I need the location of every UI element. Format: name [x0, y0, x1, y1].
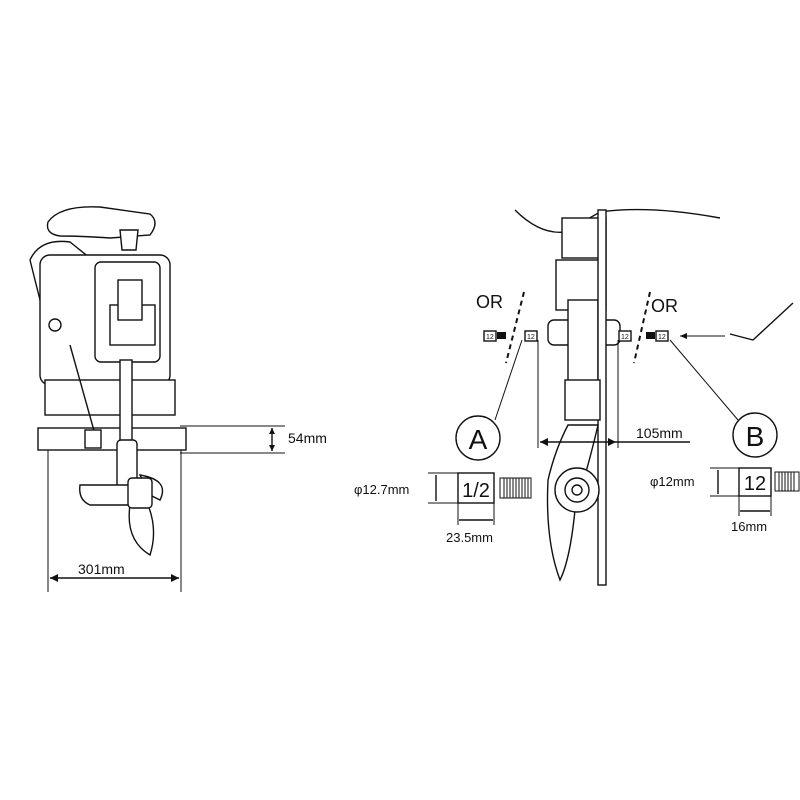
or-left-label: OR: [476, 292, 503, 312]
height-dim-label: 54mm: [288, 430, 327, 446]
width-dimension: 301mm: [47, 450, 182, 592]
fitting-b: 12 φ12mm 16mm: [650, 467, 800, 534]
svg-text:12: 12: [527, 334, 535, 341]
fitting-b-length: 16mm: [731, 519, 767, 534]
height-dimension: 54mm: [180, 425, 327, 454]
fitting-a-length: 23.5mm: [446, 530, 493, 545]
callout-b: B: [669, 339, 778, 458]
callout-a-label: A: [469, 424, 488, 455]
hex-key: [680, 302, 794, 341]
svg-text:12: 12: [621, 334, 629, 341]
callout-a: A: [455, 339, 523, 461]
fitting-b-label: 12: [744, 473, 766, 495]
fitting-b-diameter: φ12mm: [650, 474, 695, 489]
callout-b-label: B: [746, 421, 765, 452]
depth-dim-label: 105mm: [636, 425, 683, 441]
or-right-label: OR: [651, 296, 678, 316]
or-indicators: OR OR: [476, 291, 678, 364]
width-dim-label: 301mm: [78, 561, 125, 577]
small-fitting-labels: 12 12 12 12: [483, 330, 669, 342]
motor-front-view: [29, 206, 187, 557]
fitting-a: 1/2 φ12.7mm 23.5mm: [354, 472, 532, 545]
svg-text:12: 12: [486, 334, 494, 341]
fitting-a-diameter: φ12.7mm: [354, 482, 409, 497]
fitting-a-label: 1/2: [462, 480, 490, 502]
motor-side-view: [514, 208, 721, 586]
depth-dimension: 105mm: [537, 340, 690, 448]
svg-text:12: 12: [658, 334, 666, 341]
